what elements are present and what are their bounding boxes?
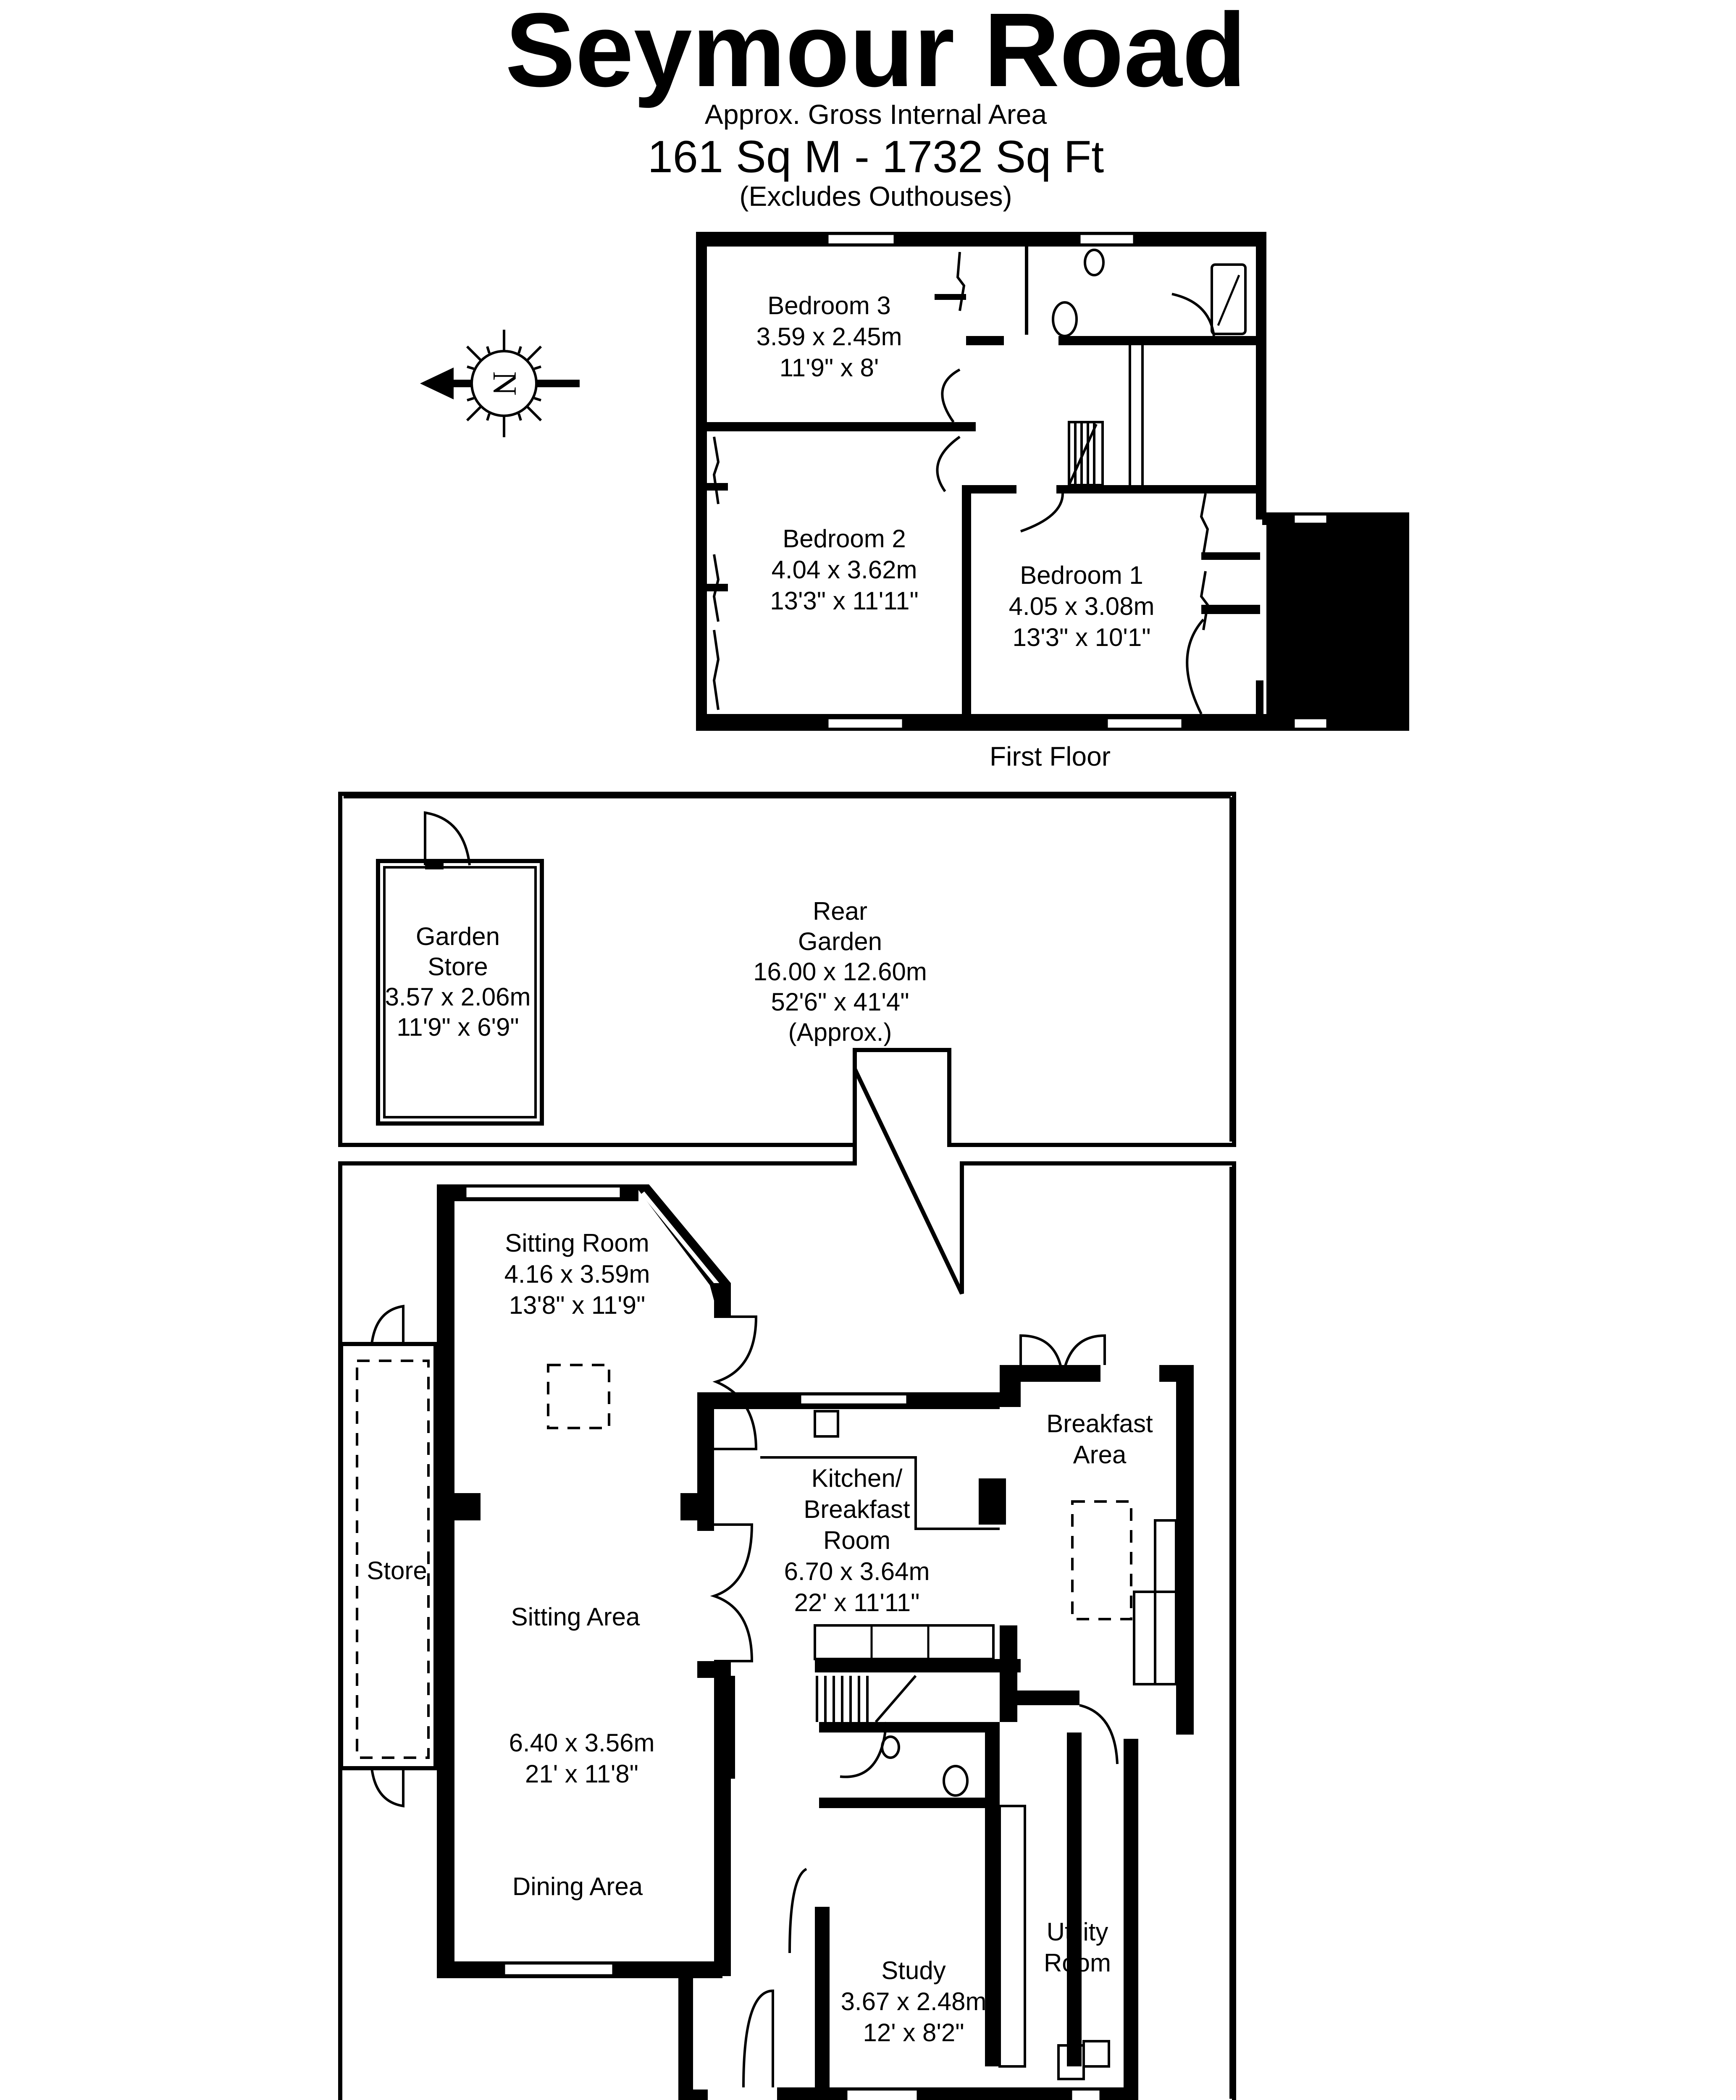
study-metric: 3.67 x 2.48m (841, 1987, 987, 2016)
kitchen-name-2: Breakfast (804, 1495, 910, 1523)
utility-name-1: Utility (1047, 1918, 1108, 1946)
sitting-dining-metric: 6.40 x 3.56m (509, 1729, 655, 1757)
first-floor-label: First Floor (990, 741, 1111, 772)
ground-floor-boundary (338, 1068, 1411, 2100)
bedroom-2-metric: 4.04 x 3.62m (772, 556, 917, 584)
window (826, 717, 904, 730)
dining-area-name: Dining Area (512, 1872, 643, 1900)
store-name: Store (367, 1557, 427, 1585)
bedroom-3-imperial: 11'9" x 8' (780, 354, 879, 382)
window (1292, 513, 1329, 525)
north-arrow-icon: N (420, 330, 580, 437)
sitting-room-metric: 4.16 x 3.59m (504, 1260, 650, 1288)
window (1292, 717, 1329, 730)
bedroom-1-metric: 4.05 x 3.08m (1009, 592, 1155, 620)
kitchen-metric: 6.70 x 3.64m (784, 1557, 930, 1586)
garden-store-metric: 3.57 x 2.06m (385, 983, 531, 1011)
rear-garden-note: (Approx.) (788, 1018, 892, 1046)
rear-garden-imperial: 52'6" x 41'4" (771, 988, 909, 1016)
rear-garden-metric: 16.00 x 12.60m (753, 958, 927, 986)
window (1106, 717, 1184, 730)
first-floor-plan: Bedroom 3 3.59 x 2.45m 11'9" x 8' Bedroo… (696, 232, 1409, 772)
compass-letter: N (486, 371, 523, 396)
bedroom-1-imperial: 13'3" x 10'1" (1012, 623, 1150, 651)
window (826, 233, 896, 246)
study-imperial: 12' x 8'2" (863, 2019, 964, 2047)
kitchen-name-3: Room (823, 1526, 890, 1554)
garden-store-imperial: 11'9" x 6'9" (397, 1013, 519, 1041)
area-note: (Excludes Outhouses) (739, 181, 1012, 212)
study-name: Study (881, 1956, 945, 1984)
bedroom-2-name: Bedroom 2 (783, 525, 906, 553)
sitting-room-name: Sitting Room (505, 1229, 649, 1257)
sitting-dining-imperial: 21' x 11'8" (525, 1760, 638, 1788)
bedroom-3-name: Bedroom 3 (767, 291, 891, 320)
rear-garden-name-1: Rear (813, 897, 867, 925)
page-title: Seymour Road (505, 0, 1246, 108)
bedroom-3-metric: 3.59 x 2.45m (756, 323, 902, 351)
kitchen-imperial: 22' x 11'11" (794, 1588, 920, 1617)
rear-garden-name-2: Garden (798, 927, 882, 956)
ground-floor-plan: Sitting Room 4.16 x 3.59m 13'8" x 11'9" … (339, 1184, 1194, 2100)
window (1078, 233, 1135, 246)
sitting-area-name: Sitting Area (511, 1603, 640, 1631)
rear-garden-plan: Garden Store 3.57 x 2.06m 11'9" x 6'9" R… (338, 792, 1236, 1147)
area-caption: Approx. Gross Internal Area (705, 99, 1047, 130)
bedroom-2-imperial: 13'3" x 11'11" (770, 587, 919, 615)
area-value: 161 Sq M - 1732 Sq Ft (648, 131, 1104, 182)
garden-store-name-1: Garden (416, 922, 500, 950)
breakfast-area-name-1: Breakfast (1046, 1410, 1153, 1438)
sitting-room-imperial: 13'8" x 11'9" (509, 1291, 646, 1319)
bedroom-1-name: Bedroom 1 (1020, 561, 1143, 589)
garden-store-name-2: Store (428, 953, 488, 981)
header: Seymour Road Approx. Gross Internal Area… (505, 0, 1246, 212)
kitchen-name-1: Kitchen/ (812, 1464, 903, 1492)
breakfast-area-name-2: Area (1073, 1441, 1127, 1469)
utility-name-2: Room (1044, 1949, 1111, 1977)
